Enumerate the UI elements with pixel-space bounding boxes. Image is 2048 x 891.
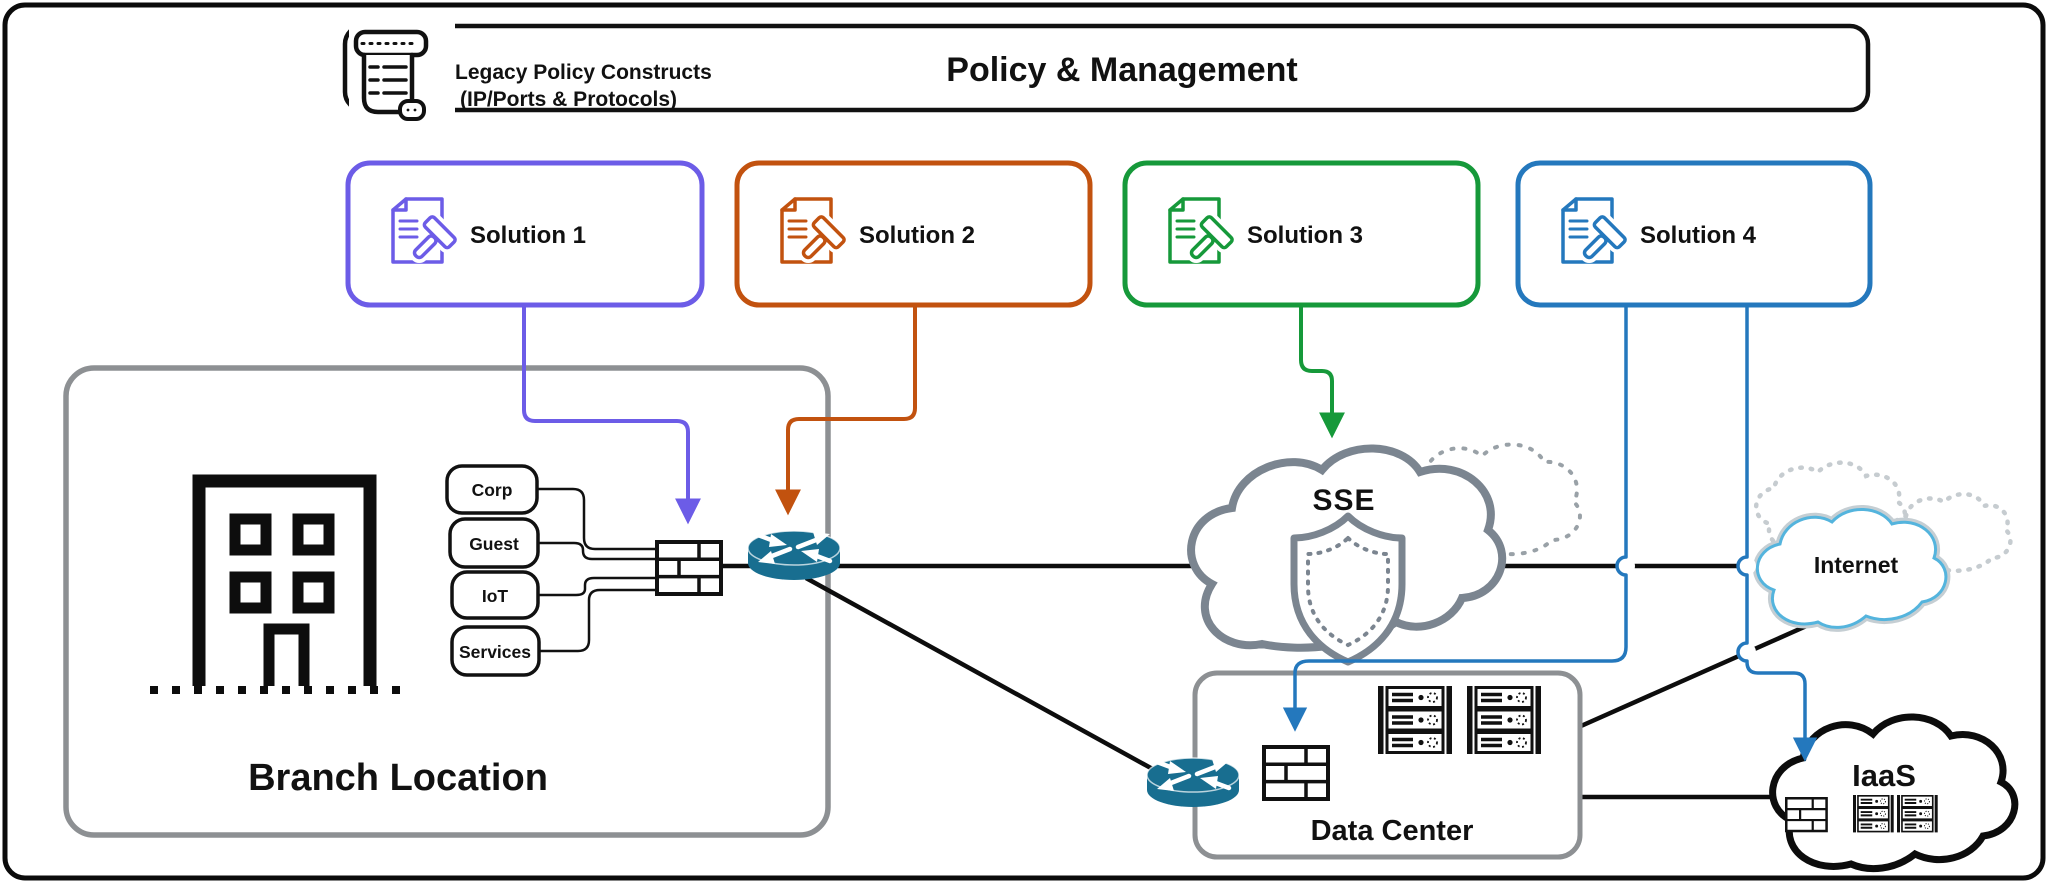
pill-iot	[450, 570, 540, 620]
branch-router-icon	[748, 531, 840, 580]
solution1-policy-arrow	[522, 305, 701, 525]
solution-1-box: Solution 1	[345, 160, 705, 308]
building-icon	[192, 474, 377, 686]
pill-corp	[445, 464, 539, 515]
pill-guest-label: Guest	[469, 534, 519, 554]
branch-location-box: Branch Location Corp Guest IoT Services	[63, 365, 831, 838]
line-hop-gap	[1738, 643, 1756, 661]
data-center-title: Data Center	[1311, 815, 1474, 847]
sse-cloud-group: SSE	[1187, 442, 1582, 666]
iaas-firewall-icon	[1785, 797, 1828, 833]
segment-pills: Corp Guest IoT Services	[445, 464, 541, 677]
line-hop-gap	[1617, 557, 1635, 575]
internet-cloud-icon	[1756, 508, 1948, 629]
solution3-policy-arrow	[1299, 305, 1345, 439]
policy-management-box: Policy & Management Legacy Policy Constr…	[342, 20, 1871, 121]
datacenter-server-rack-icon	[1465, 684, 1543, 756]
iaas-label: IaaS	[1852, 758, 1916, 793]
pill-services	[450, 625, 541, 677]
branch-location-title: Branch Location	[248, 757, 548, 799]
sse-shield-inner-dashed	[1306, 535, 1390, 648]
line-hop-gap	[1738, 557, 1756, 575]
sse-label: SSE	[1312, 484, 1375, 517]
data-center-box: Data Center	[1192, 670, 1583, 860]
iaas-server-rack-icon	[1852, 794, 1895, 834]
solution2-policy-arrow	[775, 305, 917, 516]
sse-dashed-cloud-icon	[1400, 442, 1582, 557]
iaas-cloud-group: IaaS	[1769, 713, 2019, 873]
internet-label: Internet	[1814, 552, 1899, 578]
branch-to-datacenter-line	[804, 576, 1180, 785]
policy-management-title: Policy & Management	[946, 51, 1297, 89]
pill-guest	[448, 517, 540, 569]
datacenter-server-rack-icon	[1376, 684, 1454, 756]
solution-1-label: Solution 1	[470, 222, 586, 249]
scroll-icon	[353, 29, 429, 121]
branch-firewall-icon	[655, 540, 723, 596]
solution-4-box: Solution 4	[1515, 160, 1873, 308]
services-to-firewall-line	[539, 588, 657, 653]
iaas-server-rack-icon	[1896, 794, 1939, 834]
solution4-policy-arrow-datacenter	[1282, 305, 1628, 732]
legacy-policy-label-line1: Legacy Policy Constructs	[455, 61, 712, 84]
solution-3-label: Solution 3	[1247, 222, 1363, 249]
solution-3-box: Solution 3	[1122, 160, 1481, 308]
solution-2-label: Solution 2	[859, 222, 975, 249]
iaas-cloud-icon	[1769, 713, 2019, 873]
corp-to-firewall-line	[537, 487, 657, 551]
guest-to-firewall-line	[538, 541, 657, 561]
iot-to-firewall-line	[538, 576, 657, 597]
legacy-policy-label-line2: (IP/Ports & Protocols)	[460, 88, 677, 111]
solution-2-box: Solution 2	[734, 160, 1093, 308]
pill-corp-label: Corp	[472, 480, 513, 500]
pill-iot-label: IoT	[482, 586, 509, 606]
datacenter-router-icon	[1147, 758, 1239, 807]
solution-4-label: Solution 4	[1640, 222, 1757, 249]
pill-services-label: Services	[459, 642, 531, 662]
internet-cloud-group: Internet	[1753, 460, 2013, 632]
datacenter-firewall-icon	[1262, 745, 1330, 801]
solution4-policy-arrow-iaas	[1736, 305, 1818, 762]
